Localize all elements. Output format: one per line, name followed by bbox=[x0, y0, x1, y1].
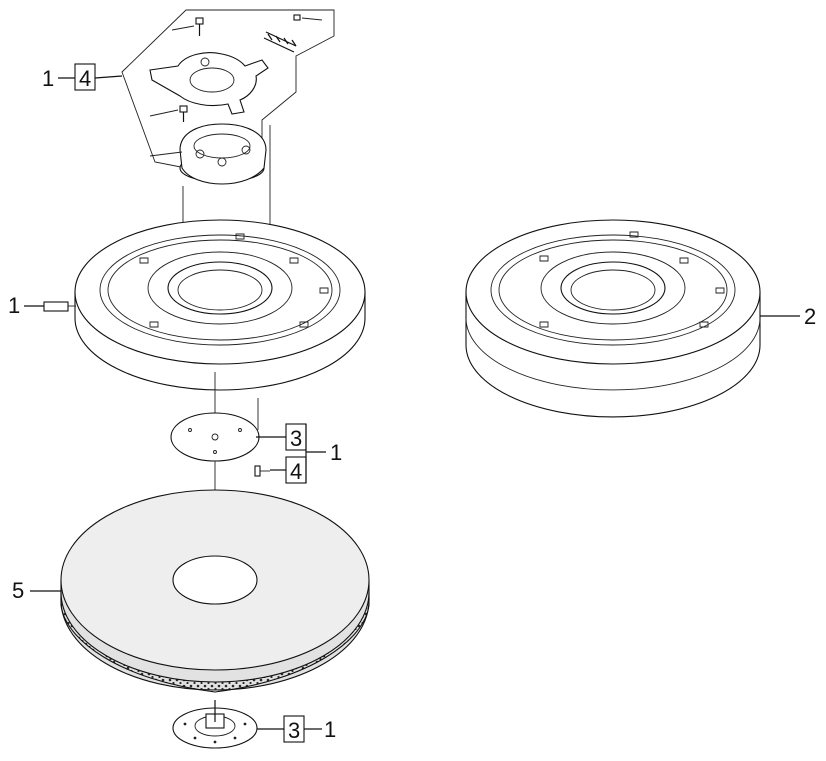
screw-icon bbox=[254, 465, 270, 477]
pad-driver-disc-icon bbox=[74, 219, 366, 391]
callout-ref: 2 bbox=[804, 304, 816, 329]
callout-drive-kit: 1 4 bbox=[42, 63, 123, 91]
callout-ref: 1 bbox=[330, 440, 342, 465]
callout-center-lock: 3 1 bbox=[257, 715, 336, 743]
centering-plate-icon bbox=[170, 412, 260, 462]
drive-flange-icon bbox=[149, 123, 267, 185]
callout-ref: 1 bbox=[324, 717, 336, 742]
callout-abrasive-pad: 5 bbox=[12, 578, 61, 603]
screw-icon bbox=[149, 14, 323, 122]
mounting-plate-icon bbox=[149, 52, 269, 115]
center-lock-hub-icon bbox=[172, 700, 258, 749]
drive-kit-assembly bbox=[121, 9, 335, 185]
diamond-abrasive-pad-icon bbox=[60, 489, 370, 693]
callout-qty: 3 bbox=[288, 718, 300, 743]
callout-ref: 1 bbox=[42, 66, 54, 91]
callout-qty: 4 bbox=[79, 66, 91, 91]
callout-ref: 1 bbox=[8, 293, 20, 318]
callout-alt-driver: 2 bbox=[760, 304, 816, 329]
callout-qty-screws: 4 bbox=[290, 459, 302, 484]
callout-qty-plate: 3 bbox=[290, 426, 302, 451]
spring-icon bbox=[263, 31, 297, 53]
callout-drive-block: 1 bbox=[8, 293, 76, 318]
callout-centering-plate: 3 4 1 bbox=[256, 423, 342, 484]
pad-driver-disc-alt-icon bbox=[465, 219, 761, 418]
callout-ref: 5 bbox=[12, 578, 24, 603]
